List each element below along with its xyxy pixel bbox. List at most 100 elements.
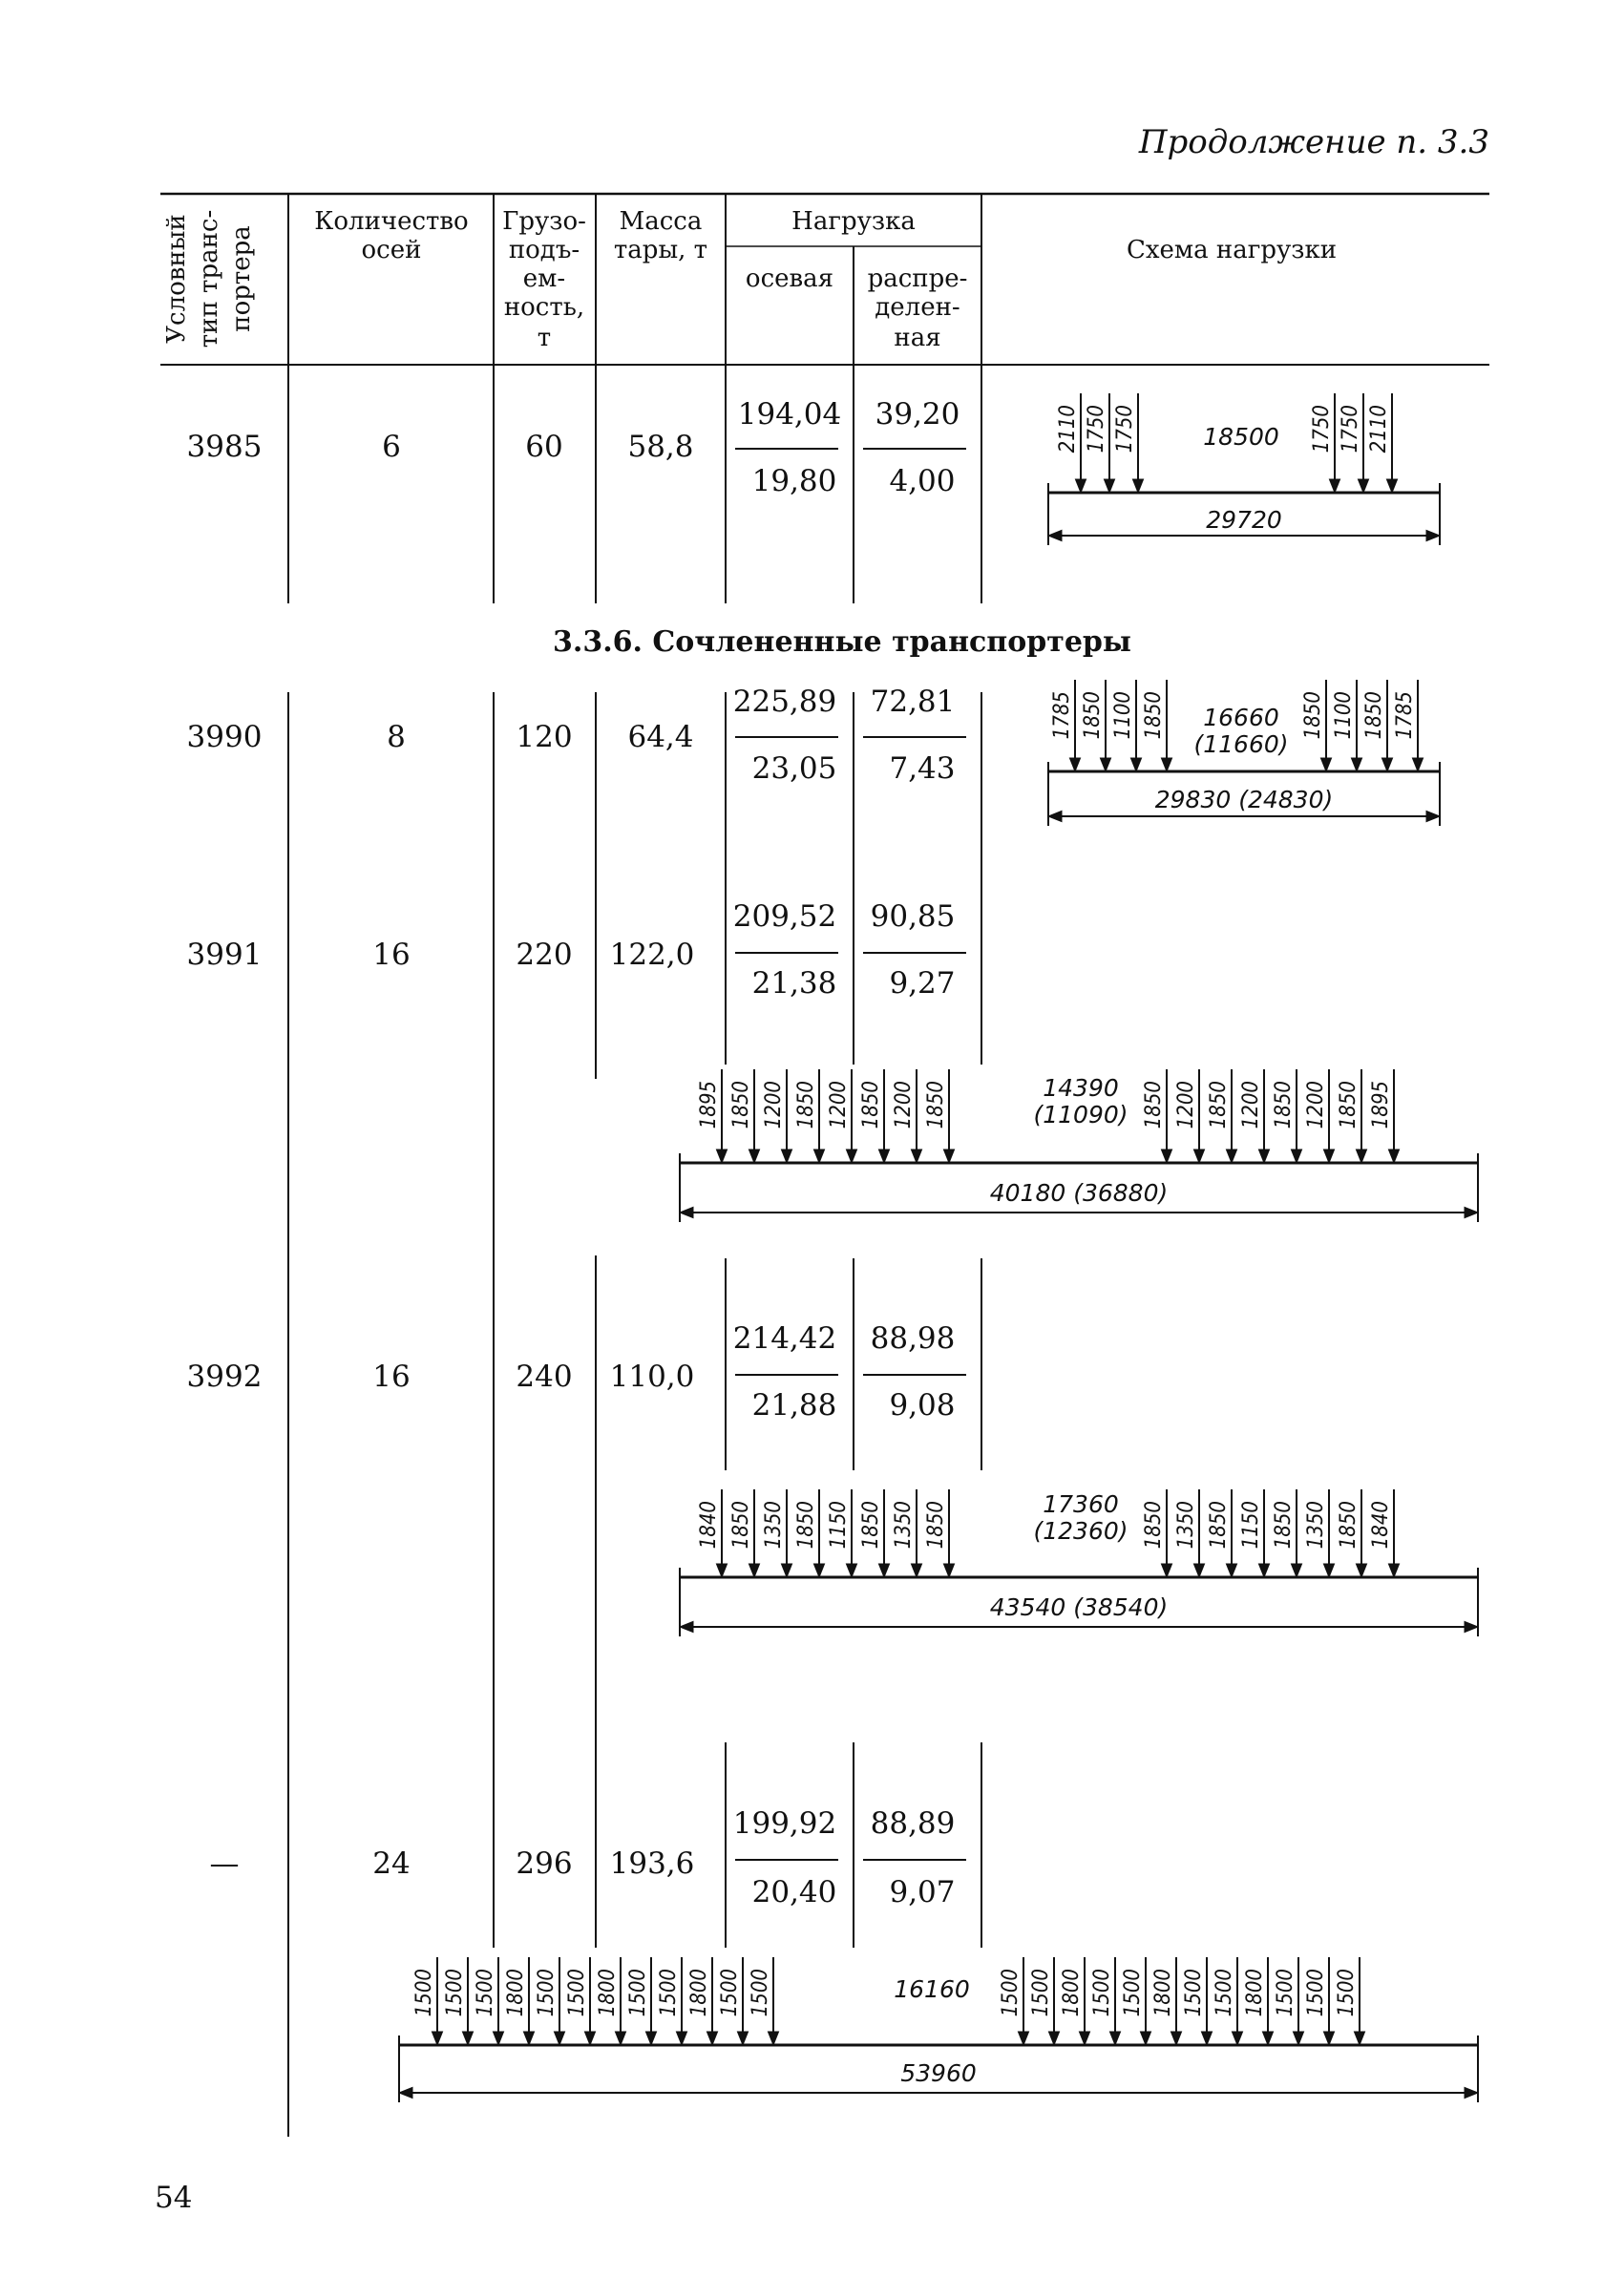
left-spacing-label: 1850 xyxy=(729,1081,753,1128)
left-spacing-label: 1500 xyxy=(565,1969,589,2016)
right-spacing-label: 1350 xyxy=(1304,1501,1328,1549)
right-spacing-label: 1750 xyxy=(1310,405,1334,453)
header-capacity-line1: Грузо- xyxy=(502,207,586,236)
left-spacing-label: 1840 xyxy=(697,1501,721,1549)
cell-dist-top: 90,85 xyxy=(871,899,956,934)
left-spacing-label: 1200 xyxy=(762,1081,786,1128)
cell-type: 3991 xyxy=(187,938,263,972)
cell-capacity: 120 xyxy=(516,720,572,754)
left-spacing-label: 1800 xyxy=(687,1969,711,2016)
table-row: 3985 6 60 58,8 194,04 19,80 39,20 4,00 xyxy=(187,397,966,498)
section-title: 3.3.6. Сочлененные транспортеры xyxy=(553,625,1131,659)
table-row: 3990 8 120 64,4 225,89 23,05 72,81 7,43 xyxy=(187,685,966,786)
left-spacing-label: 1850 xyxy=(1142,691,1166,739)
middle-span-label: 16160 xyxy=(894,1975,970,2003)
right-spacing-label: 1500 xyxy=(1029,1969,1053,2016)
right-spacing-label: 1850 xyxy=(1337,1081,1360,1128)
cell-axles: 24 xyxy=(372,1846,410,1881)
right-spacing-label: 1800 xyxy=(1243,1969,1267,2016)
left-spacing-label: 1200 xyxy=(892,1081,916,1128)
right-spacing-label: 1850 xyxy=(1207,1501,1231,1549)
cell-axles: 16 xyxy=(372,938,410,972)
right-spacing-label: 1850 xyxy=(1142,1501,1166,1549)
right-spacing-label: 1500 xyxy=(1304,1969,1328,2016)
left-spacing-label: 1850 xyxy=(859,1501,883,1549)
header-capacity-line3: ем- xyxy=(523,264,565,293)
middle-span-label: (11660) xyxy=(1193,730,1288,758)
total-length-label: 53960 xyxy=(900,2059,977,2087)
left-spacing-label: 1850 xyxy=(859,1081,883,1128)
header-type-line2: тип транс- xyxy=(195,210,223,348)
cell-mass: 122,0 xyxy=(610,938,695,972)
right-spacing-label: 1895 xyxy=(1369,1081,1393,1128)
left-spacing-label: 1850 xyxy=(924,1501,948,1549)
header-axial: осевая xyxy=(746,264,833,293)
cell-mass: 58,8 xyxy=(627,430,693,464)
left-spacing-label: 1500 xyxy=(749,1969,772,2016)
cell-axles: 8 xyxy=(387,720,406,754)
header-distributed-line2: делен- xyxy=(875,293,960,322)
load-scheme-3992: 1840 1850 1350 1850 1150 1850 1350 1850 1850 1350… xyxy=(679,1489,1479,1636)
header-capacity-line5: т xyxy=(538,324,551,352)
cell-mass: 193,6 xyxy=(610,1846,695,1881)
cell-dist-top: 39,20 xyxy=(875,397,960,432)
cell-axial-top: 194,04 xyxy=(738,397,841,432)
middle-span-label: 14390 xyxy=(1043,1074,1119,1102)
left-spacing-label: 1785 xyxy=(1050,691,1074,739)
cell-dist-top: 88,89 xyxy=(871,1806,956,1841)
total-length-label: 29720 xyxy=(1206,506,1282,534)
right-spacing-label: 1500 xyxy=(1182,1969,1206,2016)
header-type-line3: портера xyxy=(227,225,256,332)
left-spacing-label: 1100 xyxy=(1111,691,1135,739)
page-number: 54 xyxy=(155,2181,192,2215)
left-spacing-label: 1750 xyxy=(1085,405,1108,453)
cell-type: — xyxy=(210,1846,240,1881)
right-spacing-label: 1500 xyxy=(1121,1969,1145,2016)
total-length-label: 40180 (36880) xyxy=(990,1179,1169,1207)
right-spacing-label: 1850 xyxy=(1362,691,1386,739)
left-spacing-label: 1350 xyxy=(892,1501,916,1549)
cell-axial-bottom: 21,88 xyxy=(752,1388,837,1423)
left-spacing-label: 1850 xyxy=(729,1501,753,1549)
left-spacing-label: 1850 xyxy=(1081,691,1105,739)
right-spacing-label: 1800 xyxy=(1060,1969,1084,2016)
cell-dist-bottom: 9,27 xyxy=(889,966,955,1001)
table-grid xyxy=(160,192,1489,2137)
middle-span-label: 18500 xyxy=(1203,423,1279,451)
cell-dist-bottom: 4,00 xyxy=(889,464,955,498)
header-capacity-line2: подъ- xyxy=(509,236,580,264)
table-row: 3992 16 240 110,0 214,42 21,88 88,98 9,0… xyxy=(187,1321,966,1423)
total-length-label: 29830 (24830) xyxy=(1155,786,1334,813)
left-spacing-label: 1350 xyxy=(762,1501,786,1549)
cell-capacity: 240 xyxy=(516,1360,572,1394)
right-spacing-label: 1150 xyxy=(1239,1501,1263,1549)
cell-capacity: 60 xyxy=(525,430,562,464)
table-header: Условный тип транс- портера Количество о… xyxy=(162,207,1337,352)
left-spacing-label: 1500 xyxy=(443,1969,467,2016)
cell-axles: 6 xyxy=(382,430,401,464)
cell-mass: 64,4 xyxy=(627,720,693,754)
header-axles-line1: Количество xyxy=(314,207,468,236)
cell-axial-bottom: 20,40 xyxy=(752,1875,837,1909)
header-distributed-line1: распре- xyxy=(868,264,968,293)
table-row: 3991 16 220 122,0 209,52 21,38 90,85 9,2… xyxy=(187,899,966,1001)
right-spacing-label: 1850 xyxy=(1207,1081,1231,1128)
header-distributed-line3: ная xyxy=(894,324,940,352)
right-spacing-label: 1500 xyxy=(1213,1969,1236,2016)
right-spacing-label: 1800 xyxy=(1151,1969,1175,2016)
cell-type: 3990 xyxy=(187,720,263,754)
cell-axial-top: 199,92 xyxy=(733,1806,836,1841)
cell-capacity: 296 xyxy=(516,1846,572,1881)
header-load: Нагрузка xyxy=(791,207,916,236)
left-spacing-label: 1895 xyxy=(697,1081,721,1128)
right-spacing-label: 1500 xyxy=(1274,1969,1297,2016)
cell-axial-bottom: 19,80 xyxy=(752,464,837,498)
right-spacing-label: 1200 xyxy=(1239,1081,1263,1128)
left-spacing-label: 1800 xyxy=(504,1969,528,2016)
left-spacing-label: 1500 xyxy=(657,1969,681,2016)
left-spacing-label: 1500 xyxy=(412,1969,436,2016)
left-spacing-label: 1750 xyxy=(1113,405,1137,453)
